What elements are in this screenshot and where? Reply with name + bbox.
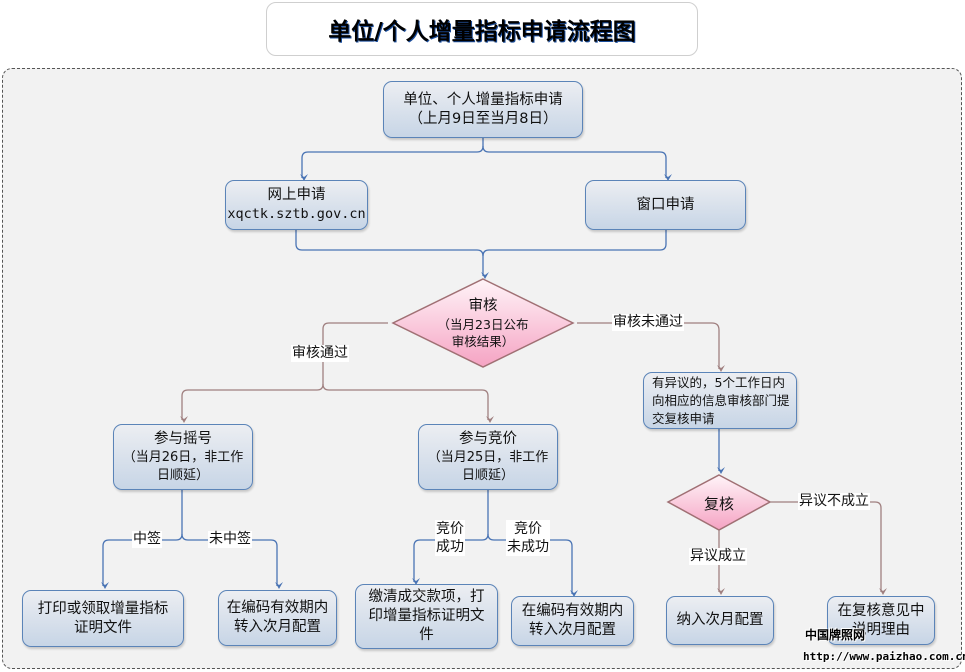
node-objection: 有异议的，5个工作日内 向相应的信息审核部门提 交复核申请 (643, 372, 797, 429)
node-include-next-line1: 纳入次月配置 (676, 612, 764, 628)
edge-label-not-won: 未中签 (208, 531, 252, 548)
node-pay-print-line1: 缴清成交款项，打 (368, 589, 485, 605)
edge-label-won: 中签 (132, 531, 162, 548)
node-review-line3: 审核结果） (451, 333, 515, 349)
node-apply-line1: 单位、个人增量指标申请 (403, 91, 563, 108)
node-online: 网上申请 xqctk.sztb.gov.cn (225, 180, 368, 230)
node-review: 审核 （当月23日公布 审核结果） (413, 290, 553, 356)
node-lottery-line1: 参与摇号 (154, 430, 212, 447)
edge-label-bid-fail: 竞价 未成功 (506, 520, 550, 556)
node-lottery-next-line2: 转入次月配置 (234, 619, 321, 635)
watermark-url: http://www.paizhao.com.cn (803, 650, 965, 663)
connector-bidding-fail (487, 533, 578, 597)
node-bidding-line2: （当月25日，非工作 (427, 449, 549, 465)
node-pay-print-line2: 印增量指标证明文 (368, 608, 485, 624)
node-explain-line1: 在复核意见中 (837, 602, 925, 619)
node-objection-line2: 向相应的信息审核部门提 (652, 392, 790, 408)
edge-label-bid-success: 竞价 成功 (435, 520, 465, 556)
node-bidding-next-line1: 在编码有效期内 (521, 603, 624, 619)
connector-recheck-invalid (770, 501, 887, 595)
node-print-cert-line2: 证明文件 (74, 619, 132, 636)
node-lottery: 参与摇号 （当月26日，非工作 日顺延） (113, 424, 253, 490)
node-online-url[interactable]: xqctk.sztb.gov.cn (227, 206, 366, 222)
node-bidding-line3: 日顺延） (461, 467, 514, 483)
node-bidding-line1: 参与竞价 (459, 430, 517, 447)
node-review-line2: （当月23日公布 (437, 316, 529, 332)
node-window-line1: 窗口申请 (636, 196, 695, 213)
edge-label-review-fail: 审核未通过 (612, 314, 684, 331)
node-pay-print: 缴清成交款项，打 印增量指标证明文 件 (355, 584, 498, 649)
node-objection-line3: 交复核申请 (652, 410, 715, 426)
connector-apply-window (482, 145, 672, 181)
node-explain: 在复核意见中 说明理由 (827, 596, 935, 645)
node-explain-line2: 说明理由 (852, 621, 910, 638)
node-lottery-next: 在编码有效期内 转入次月配置 (218, 590, 337, 646)
node-online-line1: 网上申请 (267, 187, 326, 203)
node-apply: 单位、个人增量指标申请 （上月9日至当月8日） (383, 81, 583, 138)
connector-review-fail (577, 322, 725, 372)
node-print-cert-line1: 打印或领取增量指标 (37, 600, 169, 617)
node-bidding: 参与竞价 （当月25日，非工作 日顺延） (418, 424, 558, 490)
edge-label-review-pass: 审核通过 (291, 345, 349, 362)
connector-apply-online (300, 138, 484, 181)
node-review-line1: 审核 (468, 297, 498, 314)
connector-review-pass (180, 322, 388, 423)
edge-label-objection-valid: 异议成立 (689, 548, 747, 565)
edge-label-bid-fail-2: 未成功 (507, 539, 549, 555)
watermark-name: 中国牌照网 (805, 628, 866, 642)
edge-label-bid-fail-1: 竞价 (514, 521, 542, 537)
connector-window-review (482, 229, 667, 257)
node-lottery-next-line1: 在编码有效期内 (226, 600, 329, 616)
node-lottery-line2: （当月26日，非工作 (122, 449, 244, 465)
node-window: 窗口申请 (585, 180, 746, 230)
node-print-cert: 打印或领取增量指标 证明文件 (22, 590, 184, 647)
connector-lottery-notwon (181, 533, 283, 589)
connector-review-bidding (322, 383, 494, 423)
node-bidding-next-line2: 转入次月配置 (529, 622, 616, 638)
edge-label-objection-invalid: 异议不成立 (798, 493, 870, 510)
edge-label-bid-success-1: 竞价 (436, 521, 464, 537)
review-diamond (391, 278, 575, 368)
edge-label-bid-success-2: 成功 (436, 539, 464, 555)
node-include-next: 纳入次月配置 (666, 596, 774, 645)
node-bidding-next: 在编码有效期内 转入次月配置 (511, 596, 634, 646)
page-title: 单位/个人增量指标申请流程图 (266, 2, 698, 56)
diagram-frame (2, 68, 962, 669)
node-apply-line2: （上月9日至当月8日） (408, 110, 558, 127)
node-objection-line1: 有异议的，5个工作日内 (652, 374, 785, 390)
node-recheck: 复核 (680, 490, 758, 516)
node-recheck-line1: 复核 (703, 494, 734, 513)
node-lottery-line3: 日顺延） (156, 467, 209, 483)
node-pay-print-line3: 件 (419, 627, 434, 643)
connector-online-review (295, 229, 489, 279)
